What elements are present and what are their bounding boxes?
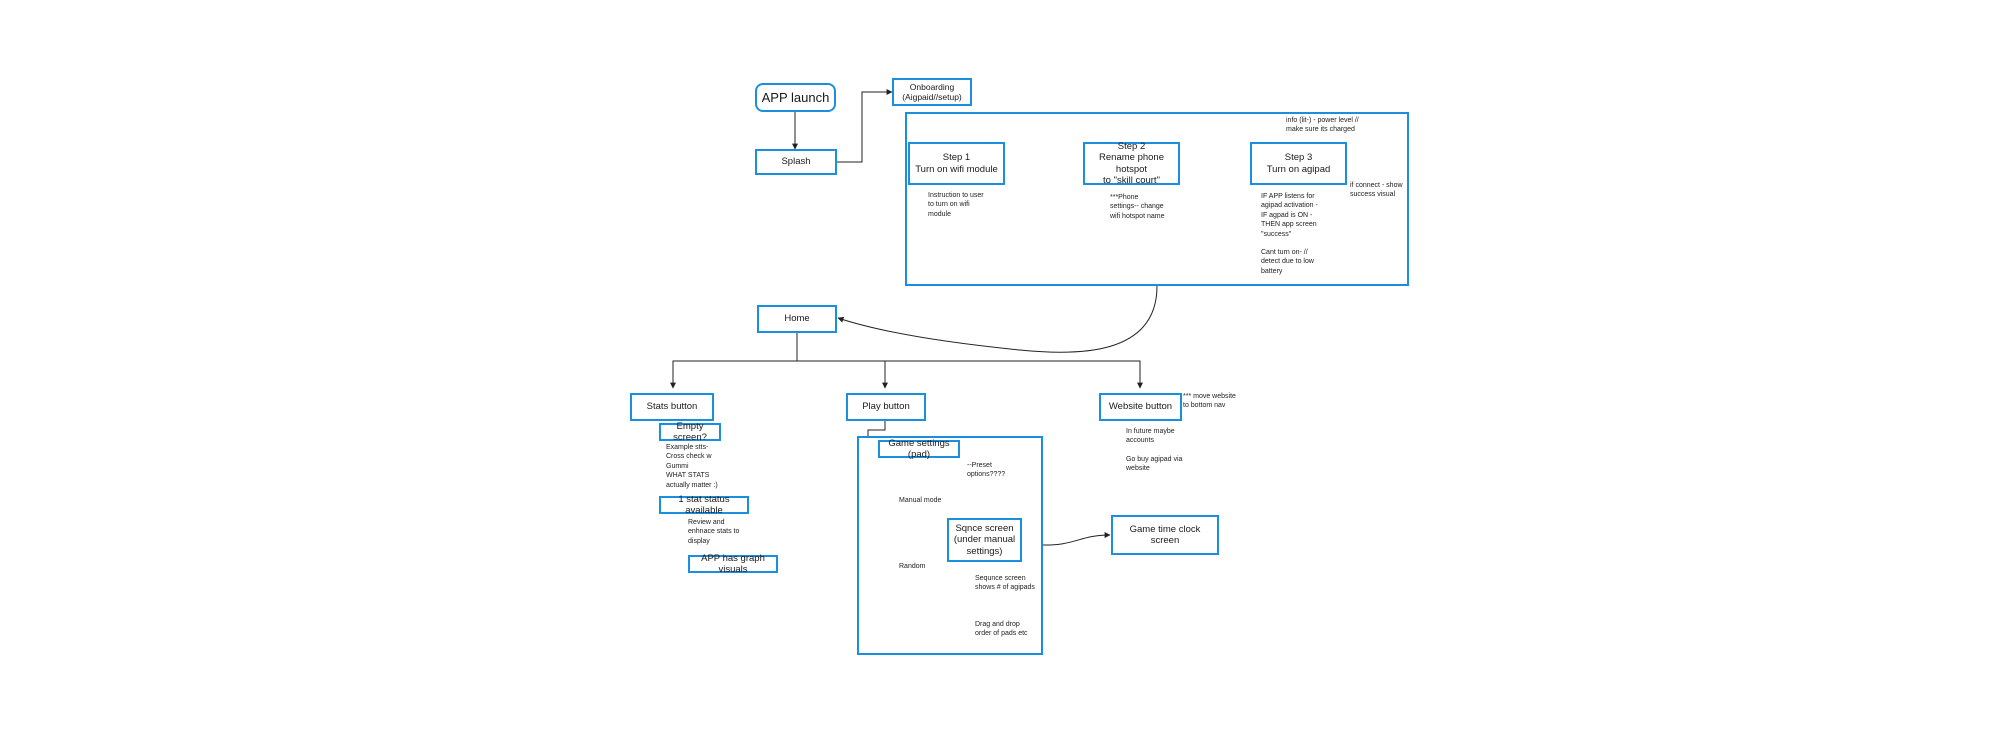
home-node[interactable]: Home	[757, 305, 837, 333]
website-note-accounts: In future maybe accounts	[1126, 428, 1175, 445]
edge-sequence-clock	[1040, 532, 1111, 546]
step2-note: ***Phone settings-- change wifi hotspot …	[1110, 194, 1165, 220]
play-button-node[interactable]: Play button	[846, 393, 926, 421]
game-settings-node[interactable]: Game settings (pad)	[878, 438, 960, 460]
edge-home-stats	[670, 333, 798, 389]
app-launch-node[interactable]: APP launch	[755, 83, 836, 112]
onboarding-steps-container	[905, 112, 1409, 286]
step3-cant-note: Cant turn on- // detect due to low batte…	[1261, 249, 1314, 275]
step1-note: Instruction to user to turn on wifi modu…	[928, 192, 984, 218]
sequence-agipads-note: Sequnce screen shows # of agipads	[975, 575, 1035, 592]
preset-options-note: --Preset options????	[967, 462, 1006, 479]
step3-if-note: IF APP listens for agipad activation - I…	[1261, 193, 1318, 238]
onboarding-node[interactable]: Onboarding (Aigpaid//setup)	[892, 78, 972, 106]
graph-visuals-node[interactable]: APP has graph visuals	[688, 553, 778, 575]
splash-node[interactable]: Splash	[755, 149, 837, 175]
manual-mode-label: Manual mode	[899, 497, 942, 504]
website-move-note: *** move website to bottom nav	[1183, 393, 1236, 410]
step2-node[interactable]: Step 2 Rename phone hotspot to "skill co…	[1083, 141, 1180, 186]
random-label: Random	[899, 563, 926, 570]
sequence-screen-node[interactable]: Sqnce screen (under manual settings)	[947, 518, 1022, 562]
website-note-buy: Go buy agipad via website	[1126, 456, 1183, 473]
connect-note: if connect - show success visual	[1350, 182, 1403, 199]
edge-home-website	[796, 333, 1143, 389]
stats-example-note: Example stts- Cross check w Gummi WHAT S…	[666, 444, 718, 489]
website-button-node[interactable]: Website button	[1099, 393, 1182, 421]
one-stat-node[interactable]: 1 stat status available	[659, 494, 749, 516]
step1-node[interactable]: Step 1 Turn on wifi module	[908, 142, 1005, 185]
stats-button-node[interactable]: Stats button	[630, 393, 714, 421]
edge-splash-onboarding	[837, 89, 893, 163]
game-time-clock-node[interactable]: Game time clock screen	[1111, 515, 1219, 555]
drag-drop-note: Drag and drop order of pads etc	[975, 621, 1028, 638]
review-stats-note: Review and enhnace stats to display	[688, 519, 740, 545]
edge-onboarding-home	[837, 285, 1158, 353]
step3-node[interactable]: Step 3 Turn on agipad	[1250, 142, 1347, 185]
step3-info-note: info (lit-) - power level // make sure i…	[1286, 117, 1359, 134]
empty-screen-node[interactable]: Empty screen?	[659, 421, 721, 443]
